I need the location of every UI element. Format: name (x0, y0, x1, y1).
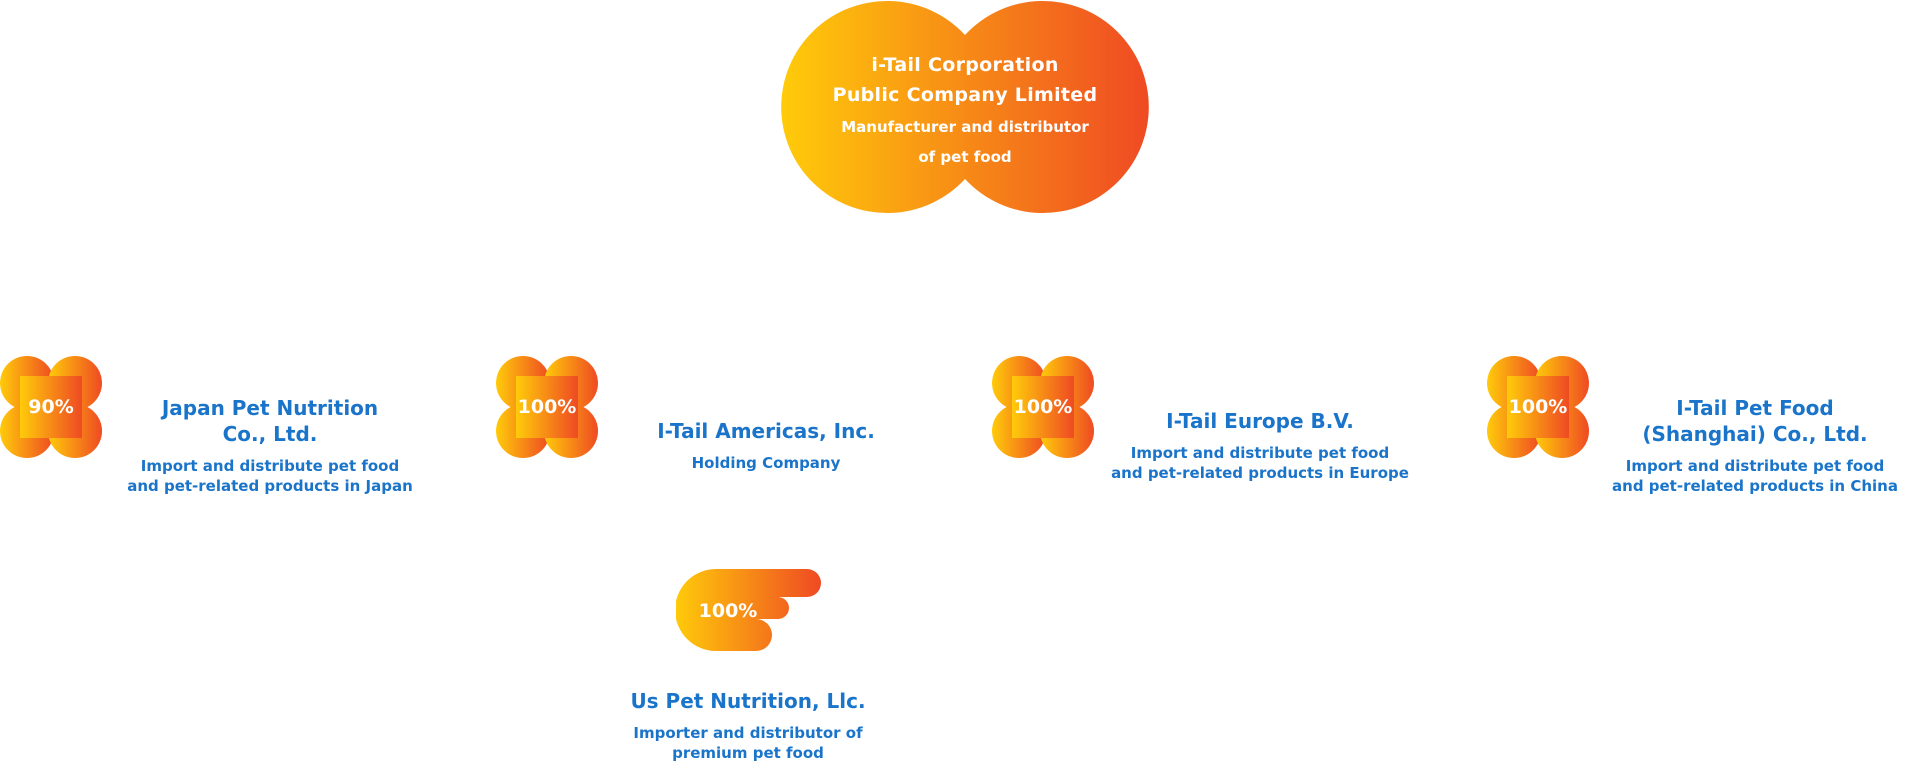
pointer-hand-shape (676, 569, 821, 651)
subsidiary-japan: Japan Pet Nutrition Co., Ltd. Import and… (110, 395, 430, 496)
share-badge-shanghai: 100% (1487, 356, 1589, 458)
company-description: Import and distribute pet food and pet-r… (127, 457, 413, 495)
share-badge-japan: 90% (0, 356, 102, 458)
parent-name-line1: i-Tail Corporation (871, 54, 1059, 76)
company-name: I-Tail Europe B.V. (1166, 409, 1354, 433)
company-name: I-Tail Americas, Inc. (657, 419, 875, 443)
share-badge-us-pet-nutrition: 100% (676, 569, 822, 651)
clover-shape (1487, 356, 1589, 458)
share-badge-europe: 100% (992, 356, 1094, 458)
company-name: Us Pet Nutrition, Llc. (630, 689, 866, 713)
parent-desc-line1: Manufacturer and distributor (841, 118, 1089, 136)
share-percentage: 100% (1508, 396, 1568, 418)
parent-company-node: i-Tail Corporation Public Company Limite… (780, 0, 1150, 214)
share-percentage: 90% (28, 396, 74, 418)
clover-shape (992, 356, 1094, 458)
company-description: Import and distribute pet food and pet-r… (1612, 457, 1898, 495)
subsidiary-americas: I-Tail Americas, Inc. Holding Company (606, 418, 926, 473)
subsidiary-us-pet-nutrition: Us Pet Nutrition, Llc. Importer and dist… (588, 688, 908, 763)
parent-blob-shape (781, 1, 1149, 214)
company-name: I-Tail Pet Food (Shanghai) Co., Ltd. (1642, 396, 1868, 446)
parent-desc-line2: of pet food (918, 148, 1012, 166)
company-description: Holding Company (691, 454, 841, 472)
company-name: Japan Pet Nutrition Co., Ltd. (161, 396, 379, 446)
company-description: Import and distribute pet food and pet-r… (1111, 444, 1409, 482)
share-percentage: 100% (517, 396, 577, 418)
parent-company-name: i-Tail Corporation Public Company Limite… (780, 50, 1150, 110)
share-percentage: 100% (1013, 396, 1073, 418)
share-percentage: 100% (698, 600, 758, 622)
parent-company-description: Manufacturer and distributor of pet food (780, 112, 1150, 172)
clover-shape (0, 356, 102, 458)
parent-name-line2: Public Company Limited (832, 84, 1098, 106)
company-description: Importer and distributor of premium pet … (633, 724, 863, 762)
share-badge-americas: 100% (496, 356, 598, 458)
clover-shape (496, 356, 598, 458)
subsidiary-europe: I-Tail Europe B.V. Import and distribute… (1100, 408, 1420, 483)
subsidiary-shanghai: I-Tail Pet Food (Shanghai) Co., Ltd. Imp… (1595, 395, 1915, 496)
parent-company-text: i-Tail Corporation Public Company Limite… (780, 50, 1150, 172)
